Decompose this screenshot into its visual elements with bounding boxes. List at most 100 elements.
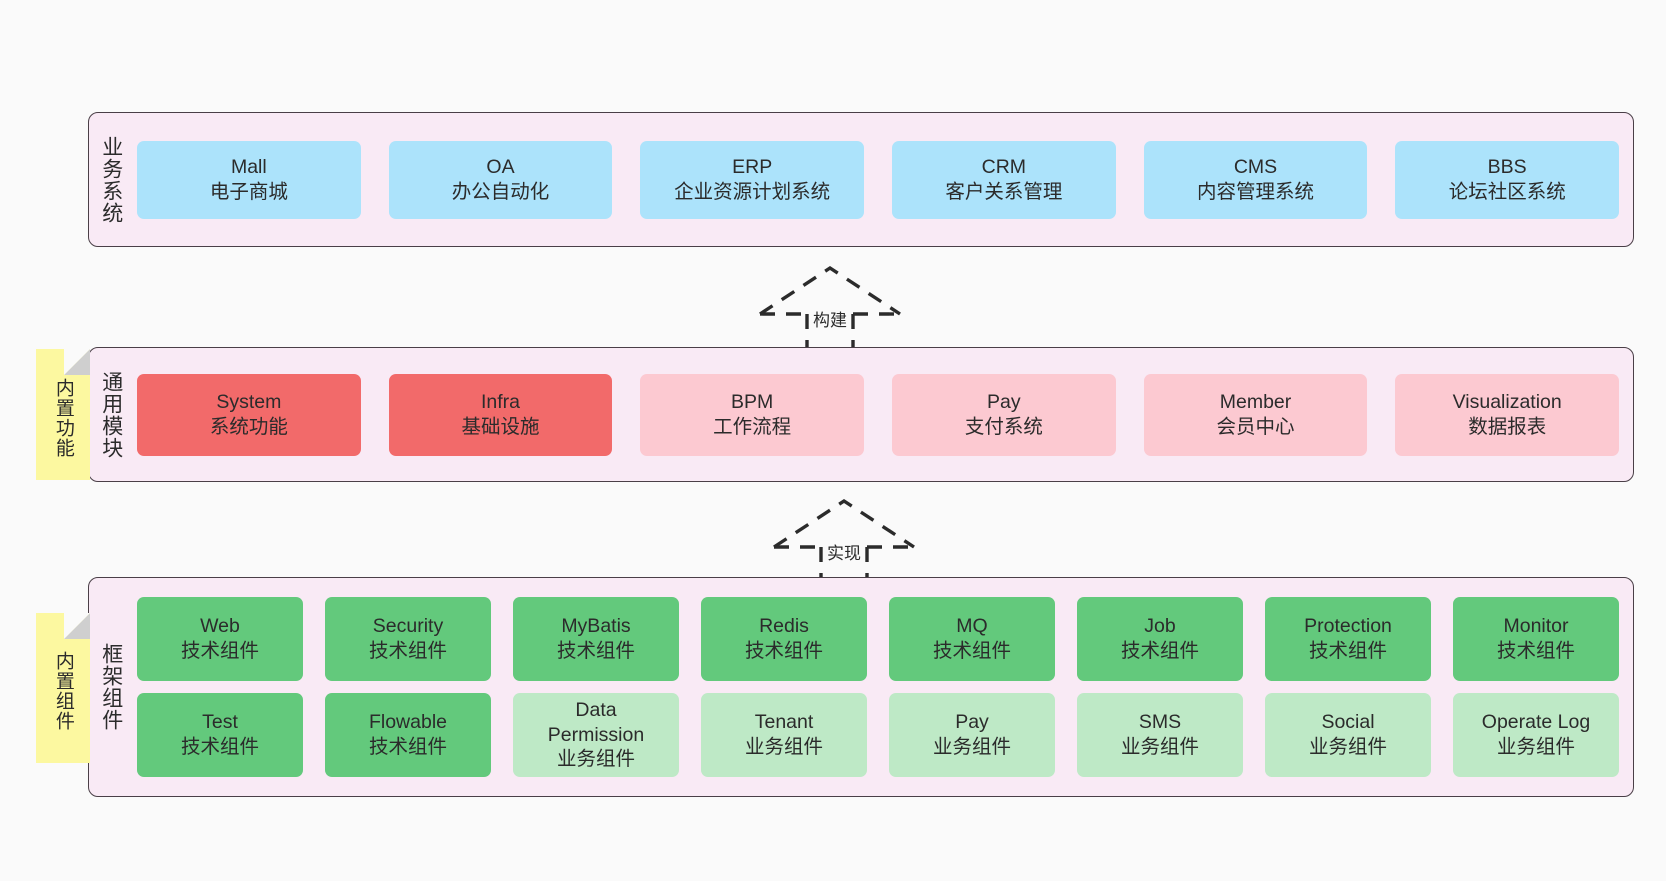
layer-title-business: 业务系统 <box>99 135 123 224</box>
node-title: Operate Log <box>1481 711 1591 734</box>
node-subtitle: 业务组件 <box>1496 736 1575 758</box>
node-subtitle: 电子商城 <box>209 180 288 203</box>
node-subtitle: 技术组件 <box>180 640 259 662</box>
layer-title-framework: 框架组件 <box>99 643 123 731</box>
node-title: Pay <box>955 711 989 734</box>
node-title: Test <box>202 711 238 734</box>
node-title: Flowable <box>368 711 448 734</box>
node-subtitle: 论坛社区系统 <box>1448 180 1566 203</box>
node-title: BBS <box>1487 155 1527 178</box>
layer-body-business: Mall 电子商城 OA 办公自动化 ERP 企业资源计划系统 CRM 客户关系… <box>133 113 1633 246</box>
node-flowable[interactable]: Flowable 技术组件 <box>325 693 491 777</box>
node-subtitle: 技术组件 <box>556 640 635 662</box>
node-title: Infra <box>480 390 521 413</box>
node-oa[interactable]: OA 办公自动化 <box>388 140 613 219</box>
node-subtitle: 技术组件 <box>368 736 447 758</box>
node-redis[interactable]: Redis 技术组件 <box>701 597 867 681</box>
node-title: Monitor <box>1503 615 1569 638</box>
node-subtitle: 技术组件 <box>1308 640 1387 662</box>
node-sms[interactable]: SMS 业务组件 <box>1077 693 1243 777</box>
node-title: Web <box>200 615 240 638</box>
node-title: System <box>216 390 282 413</box>
node-job[interactable]: Job 技术组件 <box>1077 597 1243 681</box>
node-title: Tenant <box>754 711 814 734</box>
node-title: Security <box>372 615 444 638</box>
node-title: SMS <box>1138 711 1182 734</box>
node-subtitle: 技术组件 <box>932 640 1011 662</box>
node-row: System 系统功能 Infra 基础设施 BPM 工作流程 Pay 支付系统… <box>137 373 1620 456</box>
node-title: CRM <box>981 155 1027 178</box>
node-subtitle: 技术组件 <box>744 640 823 662</box>
node-erp[interactable]: ERP 企业资源计划系统 <box>640 140 865 219</box>
node-subtitle: 技术组件 <box>1496 640 1575 662</box>
sticky-note-builtin-features: 内置功能 <box>36 349 90 480</box>
node-row: Test 技术组件 Flowable 技术组件 Data Permission … <box>137 693 1619 777</box>
node-cms[interactable]: CMS 内容管理系统 <box>1143 140 1368 219</box>
node-crm[interactable]: CRM 客户关系管理 <box>892 140 1116 219</box>
node-subtitle: 会员中心 <box>1216 415 1295 438</box>
node-subtitle: 内容管理系统 <box>1197 180 1315 203</box>
node-title: MyBatis <box>561 615 631 638</box>
node-system[interactable]: System 系统功能 <box>137 373 361 456</box>
node-title: Mall <box>230 155 267 178</box>
node-mybatis[interactable]: MyBatis 技术组件 <box>513 597 679 681</box>
node-subtitle: 业务组件 <box>1308 736 1387 758</box>
node-protection[interactable]: Protection 技术组件 <box>1265 597 1431 681</box>
connector-build-label: 构建 <box>811 306 849 331</box>
node-mq[interactable]: MQ 技术组件 <box>889 597 1055 681</box>
node-social[interactable]: Social 业务组件 <box>1265 693 1431 777</box>
node-subtitle: 业务组件 <box>932 736 1011 758</box>
node-subtitle: 技术组件 <box>180 736 259 758</box>
node-monitor[interactable]: Monitor 技术组件 <box>1453 597 1619 681</box>
node-subtitle: 数据报表 <box>1468 415 1547 438</box>
node-visualization[interactable]: Visualization 数据报表 <box>1395 373 1620 456</box>
node-title: Data Permission <box>547 698 645 746</box>
node-tenant[interactable]: Tenant 业务组件 <box>701 693 867 777</box>
node-title: MQ <box>956 615 988 638</box>
node-bbs[interactable]: BBS 论坛社区系统 <box>1395 140 1620 219</box>
node-title: Social <box>1321 711 1375 734</box>
node-subtitle: 工作流程 <box>713 415 792 438</box>
node-title: Pay <box>987 390 1021 413</box>
node-subtitle: 企业资源计划系统 <box>674 180 831 203</box>
node-title: ERP <box>732 155 773 178</box>
node-row: Mall 电子商城 OA 办公自动化 ERP 企业资源计划系统 CRM 客户关系… <box>137 140 1620 219</box>
node-pay-component[interactable]: Pay 业务组件 <box>889 693 1055 777</box>
node-title: CMS <box>1233 155 1278 178</box>
node-pay-module[interactable]: Pay 支付系统 <box>892 373 1116 456</box>
connector-implement-label: 实现 <box>825 539 863 564</box>
node-subtitle: 客户关系管理 <box>945 180 1063 203</box>
node-title: OA <box>486 155 515 178</box>
node-security[interactable]: Security 技术组件 <box>325 597 491 681</box>
node-infra[interactable]: Infra 基础设施 <box>388 373 613 456</box>
node-title: BPM <box>731 390 774 413</box>
node-title: Member <box>1219 390 1292 413</box>
sticky-note-builtin-components: 内置组件 <box>36 613 90 763</box>
connector-implement: 实现 <box>766 495 922 581</box>
node-web[interactable]: Web 技术组件 <box>137 597 303 681</box>
layer-title-modules: 通用模块 <box>99 370 123 459</box>
node-title: Job <box>1144 615 1176 638</box>
node-subtitle: 基础设施 <box>461 415 540 438</box>
node-title: Redis <box>759 615 809 638</box>
node-member[interactable]: Member 会员中心 <box>1143 373 1368 456</box>
node-subtitle: 支付系统 <box>964 415 1043 438</box>
node-test[interactable]: Test 技术组件 <box>137 693 303 777</box>
node-operate-log[interactable]: Operate Log 业务组件 <box>1453 693 1619 777</box>
node-title: Protection <box>1304 615 1392 638</box>
layer-framework: 框架组件 Web 技术组件 Security 技术组件 MyBatis 技术组件… <box>88 577 1634 797</box>
node-subtitle: 系统功能 <box>209 415 288 438</box>
node-mall[interactable]: Mall 电子商城 <box>137 140 361 219</box>
connector-build: 构建 <box>752 262 908 348</box>
node-subtitle: 技术组件 <box>368 640 447 662</box>
node-bpm[interactable]: BPM 工作流程 <box>640 373 865 456</box>
layer-modules: 通用模块 System 系统功能 Infra 基础设施 BPM 工作流程 Pay… <box>88 347 1634 482</box>
node-subtitle: 业务组件 <box>556 748 635 771</box>
node-row: Web 技术组件 Security 技术组件 MyBatis 技术组件 Redi… <box>137 597 1619 681</box>
layer-body-modules: System 系统功能 Infra 基础设施 BPM 工作流程 Pay 支付系统… <box>133 348 1633 481</box>
node-subtitle: 技术组件 <box>1120 640 1199 662</box>
node-subtitle: 业务组件 <box>744 736 823 758</box>
node-title: Visualization <box>1452 390 1562 413</box>
node-data-permission[interactable]: Data Permission 业务组件 <box>513 693 679 777</box>
